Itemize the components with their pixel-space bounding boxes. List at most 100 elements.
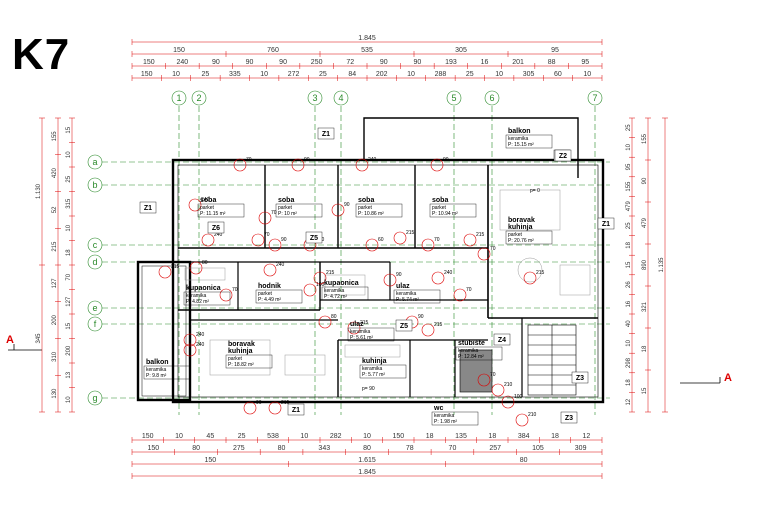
right-inner-dim-4: 479 xyxy=(626,201,632,212)
top-row3-dim-6: 72 xyxy=(346,59,354,66)
axis-label-row-c: c xyxy=(93,240,98,250)
bottom-row3-dim-1: 1.615 xyxy=(358,457,376,464)
room-area: P: 11.15 m² xyxy=(200,211,226,217)
zone-label-5: Z2 xyxy=(559,153,567,160)
room-name: kuhinja xyxy=(362,358,387,365)
opening-label-5: 70 xyxy=(271,210,277,216)
room-floor: keramika xyxy=(362,366,383,372)
room-area: P: 20.76 m² xyxy=(508,238,534,244)
right-inner-dim-1: 10 xyxy=(626,143,632,150)
top-row2-dim-2: 535 xyxy=(361,47,373,54)
right-inner-dim-6: 18 xyxy=(626,241,632,248)
room-floor: keramika xyxy=(458,348,479,354)
room-floor: keramika xyxy=(396,291,417,297)
bottom-row1-dim-8: 150 xyxy=(392,433,404,440)
opening-label-16: 215 xyxy=(536,270,545,276)
opening-label-7: 240 xyxy=(214,232,223,238)
bottom-row2-dim-7: 70 xyxy=(449,445,457,452)
top-row4-dim-4: 10 xyxy=(260,71,268,78)
left-inner-dim-11: 10 xyxy=(66,396,72,403)
bottom-row2-dim-4: 343 xyxy=(318,445,330,452)
room-name: kuhinja xyxy=(228,348,253,355)
left-inner-dim-4: 10 xyxy=(66,224,72,231)
room-name: balkon xyxy=(508,128,531,135)
bottom-row1-dim-14: 12 xyxy=(582,433,590,440)
room-floor: parket xyxy=(228,356,243,362)
room-area: P: 1.98 m² xyxy=(434,419,457,425)
room-area: P: 12.84 m² xyxy=(458,354,484,360)
axis-marker-row-e xyxy=(87,300,103,316)
left-mid-dim-5: 200 xyxy=(52,314,58,325)
top-row3-dim-12: 88 xyxy=(548,59,556,66)
top-row3-dim-8: 90 xyxy=(413,59,421,66)
room-name: ulaz xyxy=(350,321,364,328)
top-row4-dim-15: 10 xyxy=(583,71,591,78)
bottom-row2-dim-0: 150 xyxy=(148,445,160,452)
room-name: kupaonica xyxy=(324,280,359,287)
top-row4-dim-8: 202 xyxy=(376,71,388,78)
room-area: P: 18.82 m² xyxy=(228,362,254,368)
axis-label-col-2: 2 xyxy=(196,93,201,103)
top-row4-dim-0: 150 xyxy=(141,71,153,78)
bottom-row1-dim-12: 384 xyxy=(518,433,530,440)
left-inner-dim-5: 18 xyxy=(66,249,72,256)
staircase xyxy=(459,324,577,396)
room-area: P: 5.61 m² xyxy=(350,335,373,341)
axis-marker-col-3 xyxy=(307,90,323,106)
top-row2-dim-0: 150 xyxy=(173,47,185,54)
zone-label-9: Z5 xyxy=(310,235,318,242)
room-area: P: 5.77 m² xyxy=(362,372,385,378)
axis-marker-row-a xyxy=(87,154,103,170)
axis-label-row-d: d xyxy=(92,257,97,267)
bottom-row1-dim-13: 18 xyxy=(551,433,559,440)
top-row3-dim-13: 95 xyxy=(581,59,589,66)
top-row4-dim-3: 335 xyxy=(229,71,241,78)
room-floor: parket xyxy=(358,205,373,211)
right-inner-dim-14: 12 xyxy=(626,398,632,405)
top-row3-dim-10: 16 xyxy=(481,59,489,66)
bottom-row3-dim-2: 80 xyxy=(520,457,528,464)
room-name: boravak xyxy=(228,341,255,348)
right-inner-dim-9: 16 xyxy=(626,300,632,307)
bottom-row2-dim-9: 105 xyxy=(532,445,544,452)
room-floor: parket xyxy=(432,205,447,211)
zone-label-11: Z6 xyxy=(212,225,220,232)
bottom-row1-dim-3: 25 xyxy=(238,433,246,440)
left-outer-dim-0: 1.130 xyxy=(36,183,42,199)
room-floor: keramika xyxy=(434,413,455,419)
axis-marker-row-b xyxy=(87,177,103,193)
room-area: P: 10.86 m² xyxy=(358,211,384,217)
room-floor: keramika xyxy=(508,136,529,142)
top-row4-dim-6: 25 xyxy=(319,71,327,78)
zone-label-0: Z1 xyxy=(322,131,330,138)
room-name: soba xyxy=(432,197,448,204)
top-row3-dim-11: 201 xyxy=(512,59,524,66)
right-mid-dim-3: 890 xyxy=(642,259,648,270)
room-name: soba xyxy=(358,197,374,204)
axis-label-row-g: g xyxy=(92,393,97,403)
left-mid-dim-6: 310 xyxy=(52,351,58,362)
room-area: P: 5.74 m² xyxy=(396,297,419,303)
bottom-row2-dim-3: 80 xyxy=(278,445,286,452)
top-row4-dim-2: 25 xyxy=(202,71,210,78)
opening-label-0: 70 xyxy=(246,157,252,163)
room-area: P: 9.8 m² xyxy=(146,373,167,379)
opening-label-24: 240 xyxy=(444,270,453,276)
bottom-row1-dim-0: 150 xyxy=(142,433,154,440)
right-mid-dim-6: 15 xyxy=(642,387,648,394)
bottom-total-dim-0: 1.845 xyxy=(358,469,376,476)
left-inner-dim-7: 127 xyxy=(66,296,72,307)
top-row2-dim-4: 95 xyxy=(551,47,559,54)
bottom-row2-dim-8: 257 xyxy=(489,445,501,452)
top-row4-dim-10: 288 xyxy=(435,71,447,78)
section-label-right: A xyxy=(724,372,732,384)
top-row4-dim-5: 272 xyxy=(288,71,300,78)
opening-label-27: 240 xyxy=(196,342,205,348)
room-floor: keramika xyxy=(146,367,167,373)
opening-label-6: 90 xyxy=(281,237,287,243)
